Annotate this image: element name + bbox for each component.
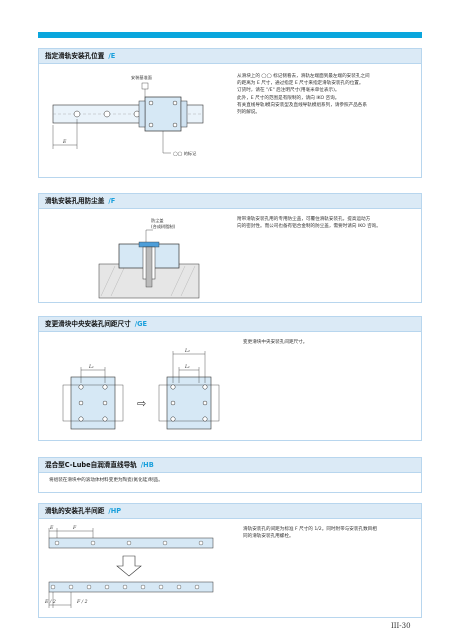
section-code: /HB (140, 461, 154, 469)
section-f: 滑轨安装孔用防尘盖/F 防尘盖 (合成树脂制) 附带滑轨安装孔用的专用防尘盖，可… (38, 193, 422, 303)
section-ge: 变更滑块中央安装孔间距尺寸/GE L₁ ⇨ L₂ L₁ 变更滑块中央安装孔间距尺 (38, 316, 422, 441)
desc-line: 将组装在滑块中的滚动体材料变更为陶瓷(氮化硅)制品。 (49, 478, 163, 483)
pitch-l2-right: L₂ (184, 348, 190, 354)
desc-line: 从滑块上的 ◯◯ 标记侧看去，滑轨左端面到最左端的安装孔之间 (237, 74, 370, 79)
dust-cap-figure: 防尘盖 (合成树脂制) (98, 217, 200, 299)
dimension-e-half: E / 2 (44, 599, 56, 605)
section-title-text: 混合型C-Lube自润滑直线导轨 (45, 461, 137, 469)
section-f-description: 附带滑轨安装孔用的专用防尘盖，可覆住滑轨安装孔，提高运动方 向的密封性。而公司也… (237, 216, 417, 230)
center-hole-pitch-figure: L₁ ⇨ L₂ L₁ (62, 348, 220, 430)
transform-arrow: ⇨ (137, 397, 146, 410)
pitch-l1-right: L₁ (184, 364, 190, 370)
section-code: /HP (108, 507, 122, 515)
reference-surface-label: 安装基准面 (131, 74, 152, 81)
section-hb: 混合型C-Lube自润滑直线导轨/HB 将组装在滑块中的滚动体材料变更为陶瓷(氮… (38, 457, 422, 493)
section-title-text: 滑轨的安装孔半间距 (45, 507, 105, 515)
section-ge-description: 变更滑块中央安装孔间距尺寸。 (243, 339, 413, 346)
desc-line: 列的解说。 (237, 110, 260, 116)
section-ge-title: 变更滑块中央安装孔间距尺寸/GE (39, 317, 421, 332)
desc-line: 向的密封性。而公司也备有铝合金制的防尘盖，需要时请向 IKO 咨询。 (237, 224, 381, 230)
desc-line: 滑轨安装孔的间距为标准 F 尺寸的 1/2。同时附带与安装孔数目相 (243, 527, 377, 532)
dimension-e-label: E (62, 139, 67, 145)
section-e-title: 指定滑轨安装孔位置/E (39, 49, 421, 64)
section-code: /F (108, 197, 116, 205)
section-e-description: 从滑块上的 ◯◯ 标记侧看去，滑轨左端面到最左端的安装孔之间 的距离为 E 尺寸… (237, 73, 417, 116)
section-title-text: 指定滑轨安装孔位置 (45, 52, 105, 60)
section-e: 指定滑轨安装孔位置/E 安装基准面 ◯◯ 的标记 E 从滑块上的 ◯◯ 标记侧看… (38, 48, 422, 178)
section-code: /E (108, 52, 116, 60)
down-arrow-icon (116, 555, 142, 577)
half-pitch-figure: E F E / 2 F / 2 (44, 525, 214, 608)
desc-line: 此外，E 尺寸的范围是有限制的，请向 IKO 咨询。 (237, 95, 340, 101)
section-title-text: 滑轨安装孔用防尘盖 (45, 197, 105, 205)
section-f-title: 滑轨安装孔用防尘盖/F (39, 194, 421, 209)
pitch-l1-left: L₁ (88, 364, 94, 370)
desc-line: 的距离为 E 尺寸，通过指定 E 尺寸来指定滑轨安装孔的位置。 (237, 81, 364, 87)
desc-line: 订货时，请在 "/E" 后注明尺寸(用毫米单位表示)。 (237, 88, 340, 94)
dust-cap-material-label: (合成树脂制) (151, 223, 176, 230)
top-accent-bar (38, 32, 422, 38)
desc-line: 有关直线导轨Ⅰ模向安装型及直线导轨模组系列，请参照产品各系 (237, 102, 367, 108)
desc-line: 变更滑块中央安装孔间距尺寸。 (243, 340, 308, 345)
desc-line: 同的滑轨安装孔用螺栓。 (243, 534, 294, 540)
section-hb-description: 将组装在滑块中的滚动体材料变更为陶瓷(氮化硅)制品。 (49, 477, 409, 484)
dust-cap-label: 防尘盖 (151, 217, 164, 224)
section-title-text: 变更滑块中央安装孔间距尺寸 (45, 320, 131, 328)
section-code: /GE (134, 320, 148, 328)
dimension-f: F (72, 525, 77, 531)
section-hp-description: 滑轨安装孔的间距为标准 F 尺寸的 1/2。同时附带与安装孔数目相 同的滑轨安装… (243, 526, 419, 540)
dimension-f-half: F / 2 (76, 599, 88, 605)
section-hp: 滑轨的安装孔半间距/HP E F E / 2 F / 2 滑轨安装孔的间距为标准… (38, 503, 422, 618)
desc-line: 附带滑轨安装孔用的专用防尘盖，可覆住滑轨安装孔，提高运动方 (237, 217, 371, 222)
page-number: III-30 (391, 622, 411, 630)
rail-mounting-hole-figure: 安装基准面 ◯◯ 的标记 E (52, 74, 204, 157)
dimension-e: E (49, 525, 54, 531)
section-hp-title: 滑轨的安装孔半间距/HP (39, 504, 421, 519)
mark-label: ◯◯ 的标记 (173, 150, 197, 157)
section-hb-title: 混合型C-Lube自润滑直线导轨/HB (39, 458, 421, 473)
